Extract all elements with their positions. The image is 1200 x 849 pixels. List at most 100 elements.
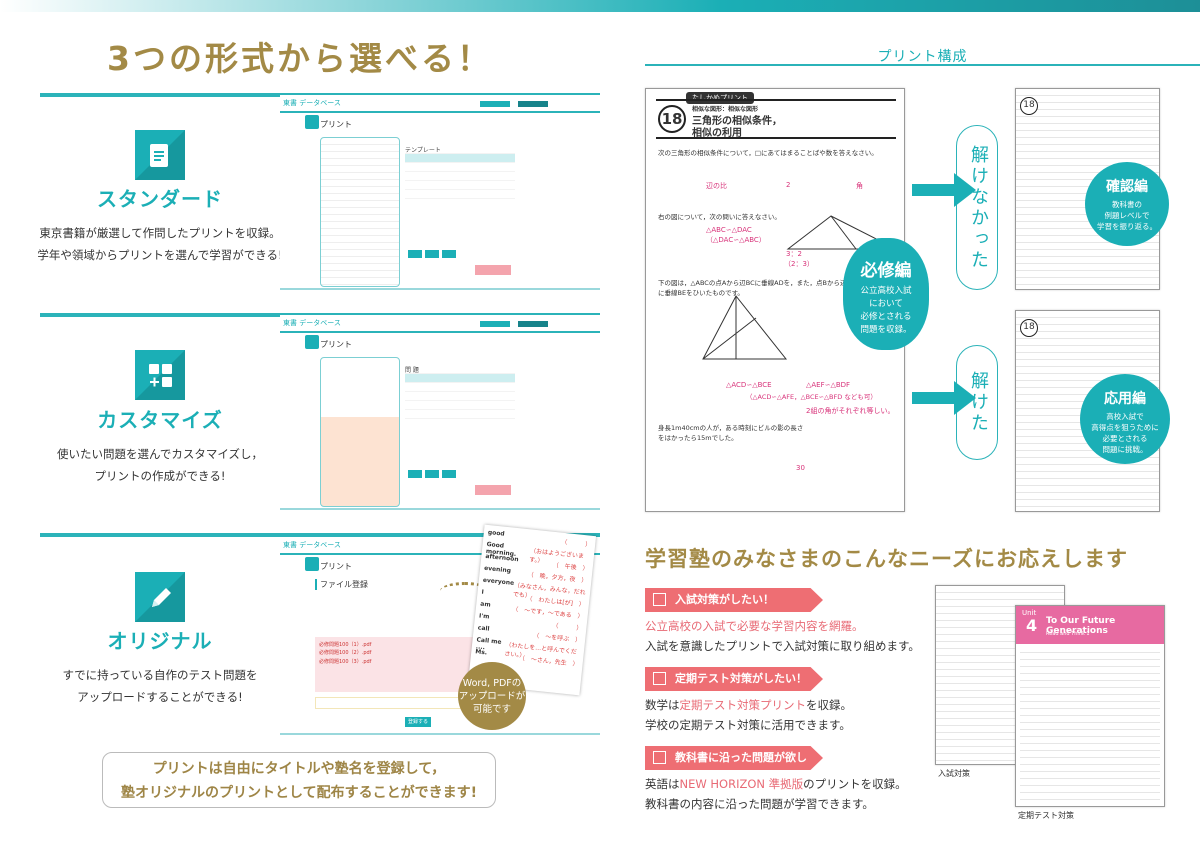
vocab-english: I'm <box>478 612 490 621</box>
print-icon <box>305 557 319 571</box>
badge-text: 公立高校入試 <box>860 286 912 296</box>
banner-label: 教科書に沿った問題が欲しい！ <box>675 751 807 788</box>
file-item: 必修問題100（1）.pdf <box>319 642 372 648</box>
note-line: 塾オリジナルのプリントとして配布することができます! <box>121 785 477 801</box>
print-icon <box>305 115 319 129</box>
badge-text: 教科書の <box>1112 200 1142 209</box>
screen-title: プリント <box>320 120 352 129</box>
page-title: 3つの形式から選べる！ <box>107 39 493 78</box>
template-list: テンプレート <box>405 145 515 199</box>
need-text: を収録。 <box>806 698 852 712</box>
test-prep-sample: Unit 4 To Our Future Generations Read an… <box>1015 605 1165 807</box>
question-list: 問 題 <box>405 365 515 419</box>
sample-body <box>1020 646 1160 806</box>
answer: 2組の角がそれぞれ等しい。 <box>806 407 895 415</box>
answer: 辺の比 <box>706 182 727 190</box>
answer: （△ACD∽△AFE，△BCE∽△BFD なども可） <box>746 393 877 401</box>
doc-title: 三角形の相似条件， <box>692 116 782 127</box>
checkbox-icon <box>653 751 666 764</box>
customize-screenshot: 東書 データベース プリント 問 題 <box>280 315 600 510</box>
triangle-figure <box>702 295 788 360</box>
badge-text: 必修とされる <box>860 312 912 322</box>
mode-label-original: オリジナル <box>107 629 213 653</box>
arrow-right-icon <box>912 173 982 207</box>
need-text-test: 数学は定期テスト対策プリントを収録。 学校の定期テスト対策に活用できます。 <box>645 695 852 735</box>
dotted-arrow <box>440 582 490 600</box>
vocab-english: I <box>481 588 485 596</box>
section-divider <box>40 533 600 537</box>
note-box: プリントは自由にタイトルや塾名を登録して， 塾オリジナルのプリントとして配布する… <box>102 752 496 808</box>
doc-number: 18 <box>1020 319 1038 337</box>
desc-line: 使いたい問題を選んでカスタマイズし， <box>56 447 264 461</box>
grid-plus-icon <box>135 350 185 400</box>
need-line: 教科書の内容に沿った問題が学習できます。 <box>645 797 874 811</box>
answer: 3：2 <box>786 250 802 258</box>
file-register-heading: ファイル登録 <box>315 579 368 590</box>
need-text-exam: 公立高校の入試で必要な学習内容を網羅。 入試を意識したプリントで入試対策に取り組… <box>645 616 920 656</box>
desc-line: プリントの作成ができる! <box>94 469 226 483</box>
print-icon <box>305 335 319 349</box>
need-line: 学校の定期テスト対策に活用できます。 <box>645 718 851 732</box>
caption-test: 定期テスト対策 <box>1018 811 1074 820</box>
triangle-figure <box>786 215 897 250</box>
pencil-icon <box>135 572 185 622</box>
section-label: 問 題 <box>405 365 515 374</box>
answer: 2 <box>786 181 791 189</box>
standard-screenshot: 東書 データベース プリント テンプレート <box>280 95 600 290</box>
top-accent-bar <box>0 0 1200 12</box>
file-item: 必修問題100（3）.pdf <box>319 659 372 665</box>
answer: △ACD∽△BCE <box>726 381 772 389</box>
answer: 30 <box>796 464 805 472</box>
desc-line: 学年や領域からプリントを選んで学習ができる! <box>37 248 283 262</box>
app-header: 東書 データベース <box>280 95 600 113</box>
screen-title: プリント <box>320 562 352 571</box>
answer: 角 <box>856 182 863 190</box>
review-edition-badge: 確認編 教科書の 例題レベルで 学習を振り返る。 <box>1085 162 1169 246</box>
mode-desc-original: すでに持っている自作のテスト問題を アップロードすることができる! <box>20 664 300 708</box>
badge-line: アップロードが <box>458 691 526 702</box>
mode-label-standard: スタンダード <box>97 187 223 211</box>
caption-exam: 入試対策 <box>938 769 970 778</box>
question-text: 身長1m40cmの人が，ある時刻にビルの影の長さをはかったら15mでした。 <box>658 424 804 442</box>
answer: （△DAC∽△ABC） <box>706 236 766 244</box>
badge-title: 応用編 <box>1104 391 1146 407</box>
advanced-edition-badge: 応用編 高校入試で 高得点を狙うために 必要とされる 問題に挑戦。 <box>1080 374 1170 464</box>
doc-header: 18 相似な図形：相似な図形 三角形の相似条件， 相似の利用 <box>656 99 896 139</box>
note-line: プリントは自由にタイトルや塾名を登録して， <box>152 761 446 777</box>
checkbox-icon <box>653 672 666 685</box>
screen-title: プリント <box>320 340 352 349</box>
register-button: 登録する <box>405 717 431 727</box>
need-text-textbook: 英語はNEW HORIZON 準拠版のプリントを収録。 教科書の内容に沿った問題… <box>645 774 907 814</box>
unit-label: Unit <box>1022 609 1037 617</box>
answer: △AEF∽△BDF <box>806 381 851 389</box>
file-item: 必修問題100（2）.pdf <box>319 650 372 656</box>
question-text: 下の図は，△ABCの点Aから辺BCに垂線ADを，また，点Bから辺ACに垂線BEを… <box>658 279 856 297</box>
need-banner-textbook: 教科書に沿った問題が欲しい！ <box>645 746 823 770</box>
need-text: のプリントを収録。 <box>803 777 907 791</box>
print-preview <box>320 357 400 507</box>
desc-line: すでに持っている自作のテスト問題を <box>62 668 258 682</box>
unit-header: Unit 4 To Our Future Generations Read an… <box>1016 606 1164 644</box>
desc-line: アップロードすることができる! <box>77 690 243 704</box>
badge-text: 高得点を狙うために <box>1091 423 1159 432</box>
vocab-english: am <box>479 600 491 609</box>
unit-title: To Our Future Generations <box>1046 616 1116 636</box>
badge-text: 必要とされる <box>1102 434 1148 443</box>
mode-label-customize: カスタマイズ <box>97 408 223 432</box>
badge-text: において <box>869 299 903 309</box>
badge-text: 高校入試で <box>1106 412 1144 421</box>
path-label-failed: 解けなかった <box>956 125 998 290</box>
doc-number: 18 <box>658 105 686 133</box>
needs-heading: 学習塾のみなさまのこんなニーズにお応えします <box>645 547 1128 571</box>
highlight-text: 定期テスト対策プリント <box>679 698 807 712</box>
banner-label: 入試対策がしたい！ <box>675 593 774 606</box>
create-button <box>475 485 511 495</box>
need-banner-exam: 入試対策がしたい！ <box>645 588 823 612</box>
doc-badge: たしかめプリント <box>686 92 754 104</box>
upload-badge: Word, PDFの アップロードが 可能です <box>458 662 526 730</box>
need-text: 英語は <box>645 777 680 791</box>
vocab-english: Ms. <box>474 648 488 657</box>
mode-desc-standard: 東京書籍が厳選して作問したプリントを収録。 学年や領域からプリントを選んで学習が… <box>20 222 300 266</box>
badge-text: 問題を収録。 <box>860 325 912 335</box>
section-header: プリント構成 <box>645 46 1200 66</box>
